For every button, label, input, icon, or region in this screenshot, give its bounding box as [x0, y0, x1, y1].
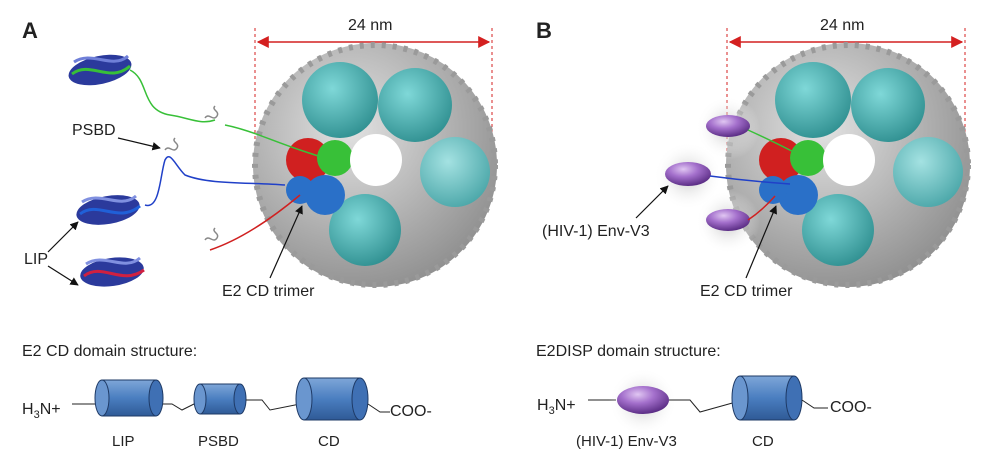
- panel-a-scale-label: 24 nm: [348, 17, 392, 34]
- panel-a-trimer-label: E2 CD trimer: [222, 283, 315, 300]
- panel-a-lip-label: LIP: [24, 251, 48, 268]
- panel-b-scale-bar: 24 nm: [726, 17, 966, 170]
- panel-b-domain-diagram: H3N+ COO- (HIV-1) Env-V3 CD: [537, 368, 872, 450]
- panel-a-letter: A: [22, 18, 38, 43]
- panel-b-letter: B: [536, 18, 552, 43]
- panel-b-c-terminus: COO-: [830, 399, 872, 416]
- panel-a-psbd-label: PSBD: [72, 122, 116, 139]
- panel-b-cd-cylinder: [731, 375, 803, 421]
- panel-b-env-v3-epitopes: [654, 96, 760, 254]
- panel-a-lip-ribbon-2: [76, 194, 141, 225]
- panel-a-lip-cylinder: [94, 379, 164, 417]
- panel-b-env-v3-ellipse: [609, 368, 677, 436]
- panel-b-scale-label: 24 nm: [820, 17, 864, 34]
- panel-b-domain-label-cd: CD: [752, 433, 774, 450]
- panel-b-env-label: (HIV-1) Env-V3: [542, 223, 650, 240]
- panel-b-n-terminus: H3N+: [537, 397, 576, 417]
- panel-a-psbd-cylinder: [193, 383, 247, 415]
- panel-b-trimer-label: E2 CD trimer: [700, 283, 793, 300]
- panel-a: A 24 nm: [22, 17, 498, 450]
- panel-a-psbd-fragments: [164, 105, 219, 241]
- panel-a-strands: [129, 69, 339, 251]
- panel-b: B 24 nm: [536, 17, 971, 450]
- panel-a-cd-cylinder: [295, 377, 369, 421]
- panel-a-domain-label-lip: LIP: [112, 433, 135, 450]
- panel-a-e2-cage: [252, 42, 498, 288]
- panel-b-domain-title: E2DISP domain structure:: [536, 343, 721, 360]
- panel-a-domain-title: E2 CD domain structure:: [22, 343, 197, 360]
- panel-a-c-terminus: COO-: [390, 403, 432, 420]
- panel-a-lip-ribbon-3: [80, 256, 145, 287]
- panel-a-lip-ribbon-1: [68, 54, 132, 86]
- panel-b-domain-label-env-v3: (HIV-1) Env-V3: [576, 433, 677, 450]
- panel-a-scale-bar: 24 nm: [254, 17, 493, 170]
- panel-a-domain-label-cd: CD: [318, 433, 340, 450]
- panel-b-strands: [709, 129, 806, 221]
- panel-a-domain-label-psbd: PSBD: [198, 433, 239, 450]
- panel-b-e2-cage: [725, 42, 971, 288]
- panel-a-n-terminus: H3N+: [22, 401, 61, 421]
- panel-a-domain-diagram: H3N+ COO- LIP PSBD CD: [22, 377, 432, 450]
